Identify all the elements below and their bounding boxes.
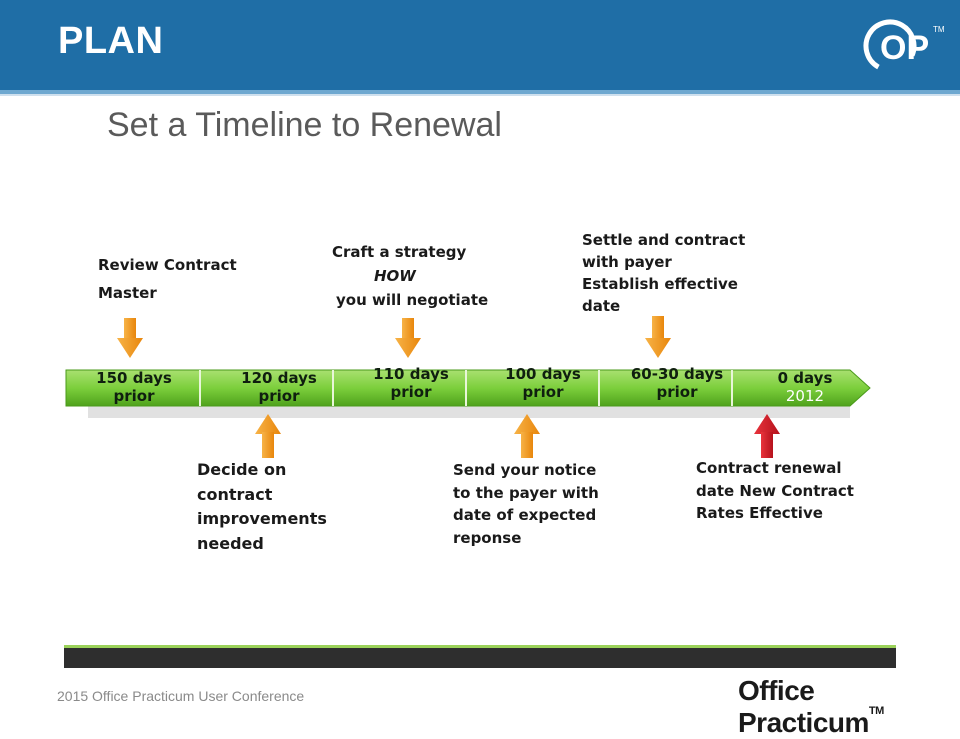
timeline-diagram — [65, 316, 871, 458]
slide-subtitle: Set a Timeline to Renewal — [107, 106, 502, 144]
conference-text: 2015 Office Practicum User Conference — [57, 688, 305, 704]
label-contract-renewal: Contract renewal date New Contract Rates… — [696, 459, 854, 522]
arrow-down-review — [117, 318, 143, 358]
timeline-dividers — [199, 370, 733, 406]
footer-bar-accent — [64, 645, 896, 648]
header-bar — [0, 0, 960, 90]
svg-text:TM: TM — [933, 25, 945, 34]
label-decide-improvements: Decide on contract improvements needed — [197, 460, 327, 553]
label-settle-contract: Settle and contract with payer Establish… — [582, 231, 746, 315]
arrow-down-strategy — [395, 318, 421, 358]
header-rule — [0, 90, 960, 94]
svg-text:OP: OP — [880, 29, 929, 67]
office-practicum-logo: Office PracticumTM — [738, 675, 884, 738]
arrow-up-renewal — [754, 414, 780, 458]
timeline-bar — [65, 369, 871, 407]
label-craft-strategy: Craft a strategy HOW you will negotiate — [332, 243, 489, 309]
arrow-down-settle — [645, 316, 671, 358]
page-title: PLAN — [58, 20, 164, 62]
label-review-contract: Review Contract Master — [98, 256, 237, 302]
arrow-up-decide — [255, 414, 281, 458]
label-send-notice: Send your notice to the payer with date … — [453, 461, 599, 547]
op-logo: OP TM — [860, 14, 946, 76]
footer-bar — [64, 648, 896, 668]
timeline-bar-shadow — [88, 404, 850, 418]
arrow-up-notice — [514, 414, 540, 458]
header-rule-light — [0, 94, 960, 96]
